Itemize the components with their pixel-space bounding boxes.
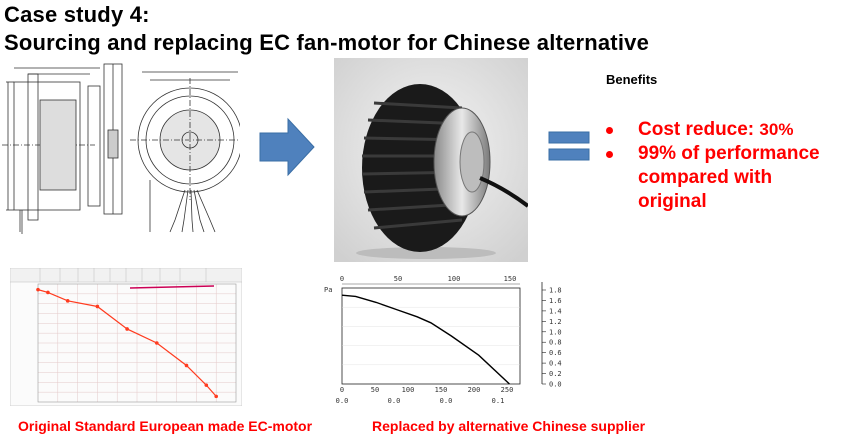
y-right-tick-label: 0.8 <box>549 339 562 347</box>
y-right-tick-label: 1.8 <box>549 287 562 295</box>
right-arrow-icon <box>259 117 315 177</box>
y-right-tick-label: 0.4 <box>549 360 562 368</box>
slide-title-line-1: Case study 4: <box>4 2 150 27</box>
bullet-icon <box>606 127 613 134</box>
efficiency-line <box>129 285 215 289</box>
y-right-tick-label: 1.4 <box>549 307 562 315</box>
product-photo <box>334 58 528 262</box>
replacement-performance-chart: 0 50 100 150 Pa 0 50 100 150 200 250 0.0 0.0 0.0 0.… <box>324 275 562 405</box>
data-point <box>214 394 218 399</box>
benefit-performance-text: 99% of performance compared with origina… <box>638 143 820 212</box>
x-bottom-tick-label: 0.0 <box>336 397 349 405</box>
y-right-tick-label: 0.0 <box>549 381 562 389</box>
x-tick-label: 100 <box>402 386 415 394</box>
data-point <box>155 341 159 345</box>
x-tick-label: 250 <box>501 386 514 394</box>
data-point <box>65 299 70 303</box>
y-right-tick-label: 0.6 <box>549 349 562 357</box>
series-line-replacement <box>341 294 510 385</box>
data-point <box>125 327 129 331</box>
top-tick-label: 50 <box>394 275 402 283</box>
y-right-tick-label: 1.6 <box>549 297 562 305</box>
data-point <box>36 287 40 292</box>
bullet-icon <box>606 151 613 158</box>
benefit-cost-label: Cost reduce: <box>638 119 760 140</box>
data-point <box>184 363 189 368</box>
data-point <box>204 383 209 387</box>
benefits-list: Cost reduce: 30% 99% of performance comp… <box>604 118 844 214</box>
x-tick-label: 50 <box>371 386 379 394</box>
y-right-tick-label: 1.0 <box>549 328 562 336</box>
benefits-heading: Benefits <box>606 72 658 87</box>
caption-original: Original Standard European made EC-motor <box>18 418 313 434</box>
technical-drawing <box>2 63 240 234</box>
equals-icon <box>548 131 590 161</box>
x-tick-label: 0 <box>340 386 344 394</box>
data-point <box>95 304 100 309</box>
benefit-item-cost: Cost reduce: 30% <box>604 118 844 142</box>
original-performance-chart <box>10 268 242 406</box>
x-bottom-tick-label: 0.0 <box>440 397 453 405</box>
y-right-tick-label: 0.2 <box>549 370 562 378</box>
x-tick-label: 200 <box>468 386 481 394</box>
caption-replacement: Replaced by alternative Chinese supplier <box>372 418 646 434</box>
benefit-cost-value: 30% <box>759 120 794 139</box>
slide-title-line-2: Sourcing and replacing EC fan-motor for … <box>4 30 650 55</box>
top-tick-label: 100 <box>448 275 461 283</box>
x-bottom-tick-label: 0.1 <box>492 397 505 405</box>
top-tick-label: 150 <box>504 275 517 283</box>
y-right-tick-label: 1.2 <box>549 318 562 326</box>
benefit-item-performance: 99% of performance compared with origina… <box>604 142 844 214</box>
y-axis-unit: Pa <box>324 286 332 294</box>
top-tick-label: 0 <box>340 275 344 283</box>
x-tick-label: 150 <box>435 386 448 394</box>
x-bottom-tick-label: 0.0 <box>388 397 401 405</box>
data-point <box>46 290 50 295</box>
